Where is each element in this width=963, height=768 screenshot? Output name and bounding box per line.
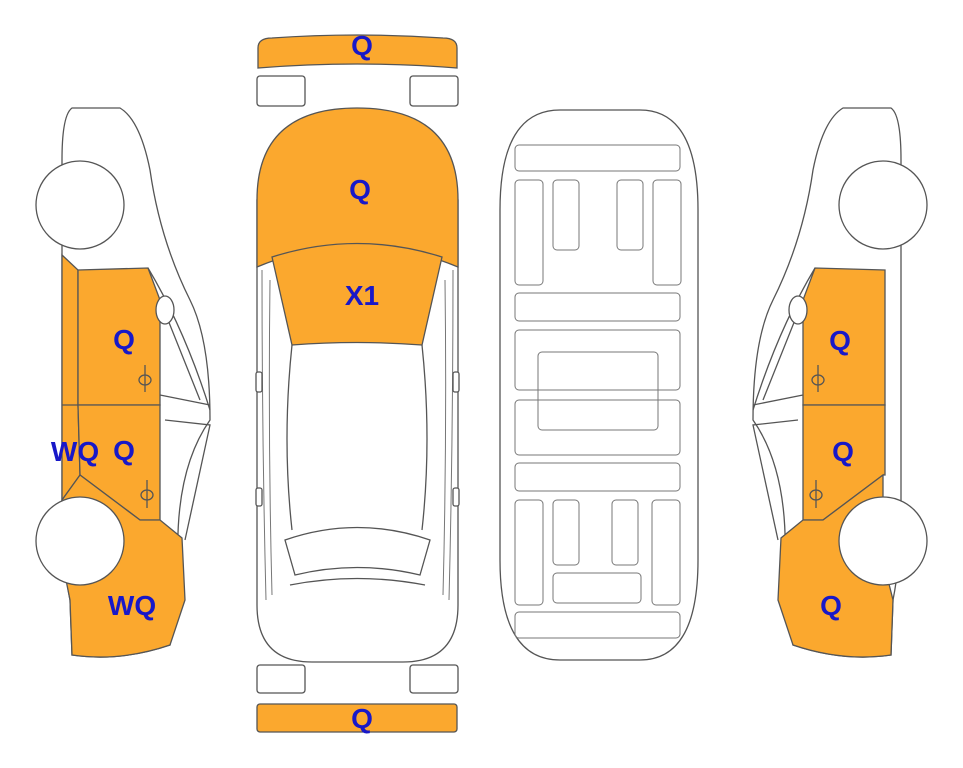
right-taillight (409, 664, 459, 694)
left-rear-wheel (35, 496, 125, 586)
rear-window (284, 526, 431, 576)
left-mirror (255, 371, 263, 393)
front-bumper-code: Q (351, 30, 373, 61)
right-front-door-panel[interactable] (802, 267, 886, 406)
windshield-panel[interactable] (271, 242, 443, 346)
right-door-handle-top (452, 487, 460, 507)
left-side-line-inner (268, 279, 273, 596)
windshield-code: X1 (344, 280, 380, 311)
left-rear-fender-code: WQ (107, 590, 157, 621)
rear-bumper-panel[interactable] (256, 703, 458, 733)
left-mirror-side (155, 295, 175, 325)
front-bumper-panel[interactable] (257, 34, 458, 69)
left-front-wheel (35, 160, 125, 250)
left-door-handles (138, 365, 154, 508)
underbody-frame (499, 109, 699, 661)
rear-deck (289, 577, 426, 586)
right-front-wheel (838, 160, 928, 250)
left-front-door-panel[interactable] (77, 267, 161, 406)
underbody-rails (514, 144, 682, 639)
right-rear-fender-code: Q (820, 590, 842, 621)
left-door-handle-top (255, 487, 263, 507)
left-headlight (256, 75, 306, 107)
right-front-door-code: Q (829, 325, 851, 356)
right-headlight (409, 75, 459, 107)
hood-code: Q (349, 174, 371, 205)
right-side-line-inner (442, 279, 447, 596)
left-front-door-code: Q (113, 324, 135, 355)
left-taillight (256, 664, 306, 694)
rear-bumper-code: Q (351, 703, 373, 734)
left-rear-door-code: Q (113, 435, 135, 466)
right-side-line (448, 269, 454, 601)
cabin-outline (286, 344, 428, 531)
left-pillar (159, 394, 211, 541)
right-side-view (752, 107, 928, 658)
right-mirror (452, 371, 460, 393)
left-side-line (261, 269, 267, 601)
left-sill-code: WQ (50, 436, 100, 467)
right-rear-door-code: Q (832, 436, 854, 467)
right-rear-wheel (838, 496, 928, 586)
